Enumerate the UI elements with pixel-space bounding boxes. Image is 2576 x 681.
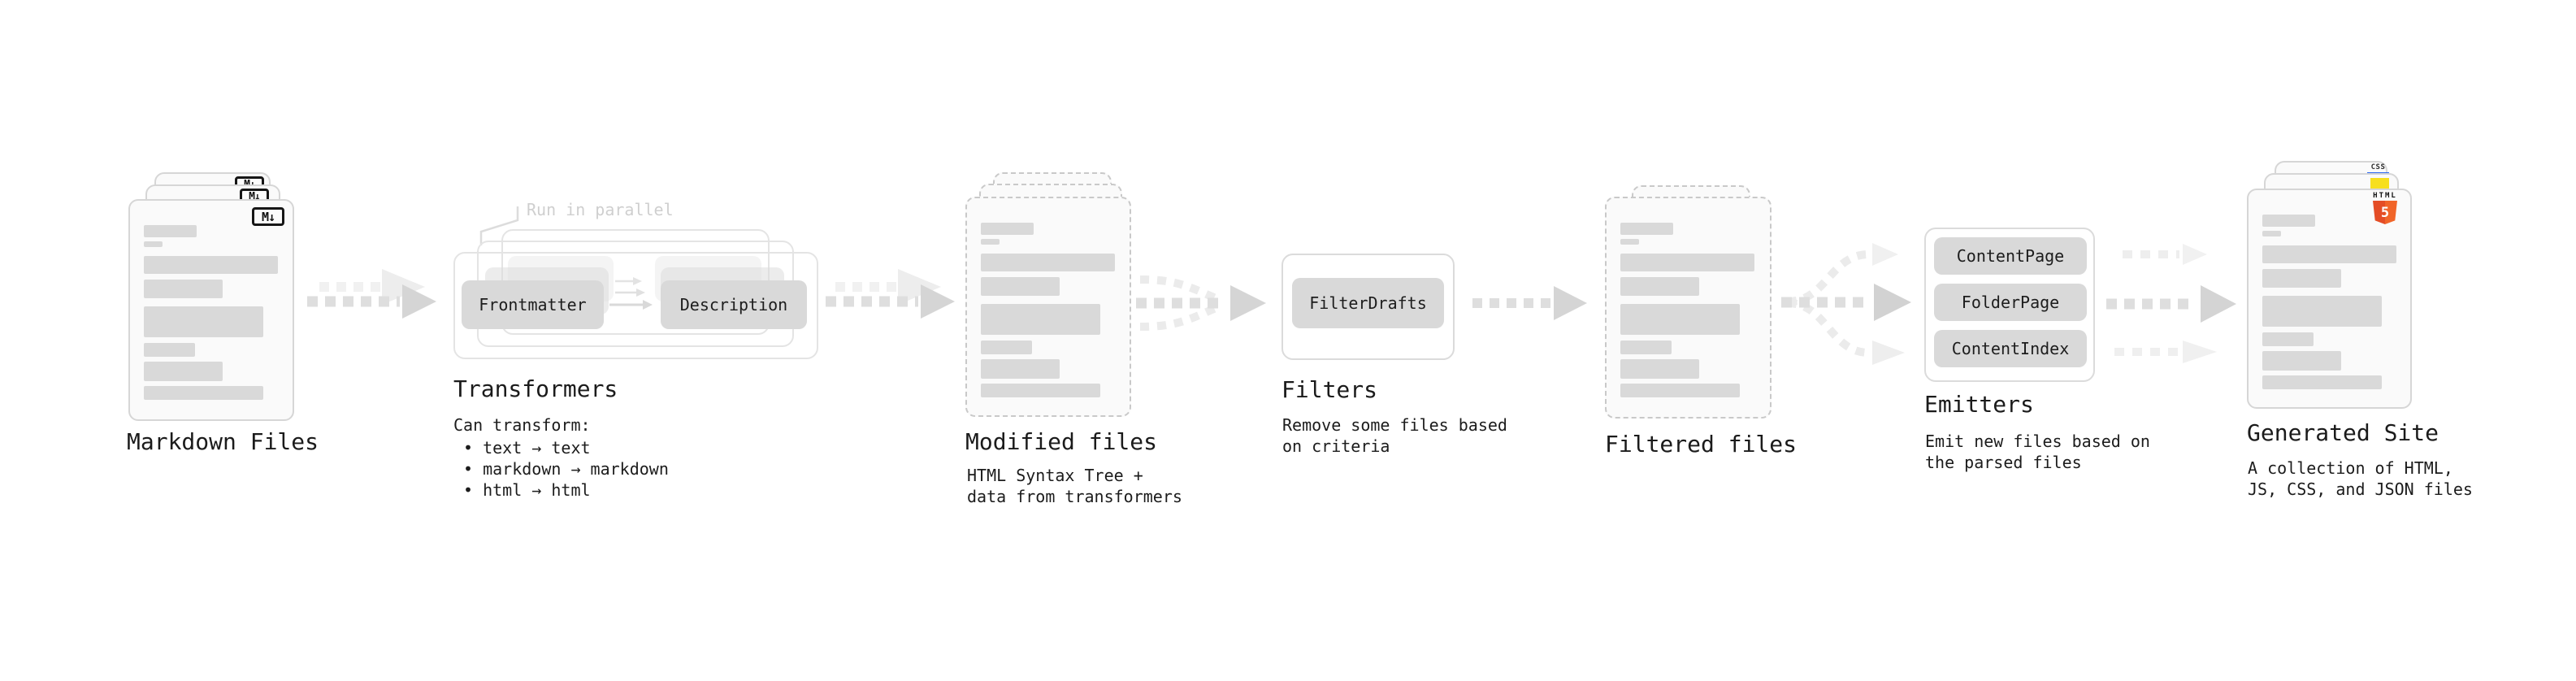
- modified-file-card-front: [965, 197, 1131, 417]
- doc-text-bar: [981, 359, 1060, 379]
- modified-files-desc: data from transformers: [967, 487, 1182, 506]
- doc-text-bar: [144, 256, 278, 274]
- html5-icon-word: HTML: [2373, 192, 2397, 200]
- doc-text-bar: [1620, 384, 1740, 397]
- doc-text-bar: [2262, 231, 2281, 236]
- transformer-frame-front: [453, 252, 818, 359]
- emitter-box-contentpage: ContentPage: [1934, 237, 2087, 275]
- html5-icon-number: 5: [2380, 204, 2390, 221]
- arrow-filters-to-filtered: [1472, 286, 1587, 320]
- doc-text-bar: [2262, 269, 2341, 288]
- doc-text-bar: [1620, 239, 1639, 245]
- emitter-box-contentindex: ContentIndex: [1934, 330, 2087, 367]
- doc-text-bar: [1620, 359, 1699, 379]
- transformer-box-frontmatter: Frontmatter: [462, 280, 604, 329]
- doc-text-bar: [2262, 351, 2341, 371]
- transformers-bullet: • html → html: [463, 480, 591, 500]
- css-icon-label: CSS: [2370, 163, 2386, 171]
- doc-text-bar: [2262, 245, 2396, 263]
- doc-text-bar: [981, 340, 1032, 354]
- emitter-box-folderpage: FolderPage: [1934, 284, 2087, 321]
- doc-text-bar: [1620, 277, 1699, 296]
- stage-title-generated-site: Generated Site: [2247, 419, 2439, 446]
- doc-text-bar: [144, 343, 195, 357]
- stage-title-filtered-files: Filtered files: [1605, 431, 1798, 458]
- doc-text-bar: [1620, 340, 1672, 354]
- stage-title-markdown-files: Markdown Files: [127, 428, 319, 455]
- arrow-modified-to-filters: [1136, 275, 1266, 331]
- modified-files-desc: HTML Syntax Tree +: [967, 466, 1143, 485]
- doc-text-bar: [1620, 223, 1673, 235]
- markdown-file-card-front: M↓: [128, 199, 294, 421]
- doc-text-bar: [2262, 296, 2382, 327]
- markdown-icon: M↓: [252, 207, 284, 226]
- generated-site-desc: JS, CSS, and JSON files: [2248, 479, 2473, 499]
- doc-text-bar: [2262, 332, 2314, 346]
- generated-site-desc: A collection of HTML,: [2248, 458, 2453, 478]
- transformers-bullet: • markdown → markdown: [463, 459, 669, 479]
- doc-text-bar: [1620, 254, 1754, 271]
- arrow-frontmatter-to-description: [609, 277, 653, 310]
- arrow-filtered-to-emitters: [1781, 243, 1911, 365]
- doc-text-bar: [981, 254, 1115, 271]
- emitters-desc: Emit new files based on: [1925, 432, 2150, 451]
- doc-text-bar: [981, 277, 1060, 296]
- run-in-parallel-callout: Run in parallel: [527, 200, 674, 219]
- doc-text-bar: [144, 280, 223, 298]
- html5-icon: HTML 5: [2366, 192, 2404, 224]
- filters-desc: Remove some files based: [1282, 415, 1507, 435]
- doc-text-bar: [144, 306, 263, 337]
- generated-file-card-html: HTML 5: [2247, 189, 2412, 409]
- doc-text-bar: [144, 225, 197, 237]
- stage-title-emitters: Emitters: [1924, 391, 2034, 418]
- stage-title-transformers: Transformers: [453, 375, 618, 402]
- stage-title-modified-files: Modified files: [965, 428, 1158, 455]
- arrow-markdown-to-transformers: [307, 269, 436, 319]
- doc-text-bar: [2262, 375, 2382, 389]
- doc-text-bar: [981, 384, 1100, 397]
- transformers-bullet: • text → text: [463, 438, 591, 458]
- arrow-emitters-to-generated: [2106, 244, 2236, 363]
- doc-text-bar: [981, 239, 1000, 245]
- stage-title-filters: Filters: [1281, 376, 1378, 403]
- transformer-box-description: Description: [661, 280, 807, 329]
- doc-text-bar: [2262, 215, 2315, 227]
- doc-text-bar: [144, 241, 163, 247]
- javascript-icon: [2370, 178, 2389, 189]
- doc-text-bar: [144, 362, 223, 381]
- filter-box-filterdrafts: FilterDrafts: [1292, 278, 1444, 328]
- arrow-transformers-to-modified: [826, 269, 955, 319]
- transformers-desc-heading: Can transform:: [453, 415, 591, 435]
- doc-text-bar: [981, 304, 1100, 335]
- run-in-parallel-leader-line: [479, 206, 519, 245]
- filters-desc: on criteria: [1282, 436, 1390, 456]
- doc-text-bar: [981, 223, 1034, 235]
- filtered-file-card-front: [1605, 197, 1772, 419]
- html5-icon-shield: 5: [2373, 201, 2397, 224]
- doc-text-bar: [1620, 304, 1740, 335]
- doc-text-bar: [144, 386, 263, 400]
- emitters-desc: the parsed files: [1925, 453, 2082, 472]
